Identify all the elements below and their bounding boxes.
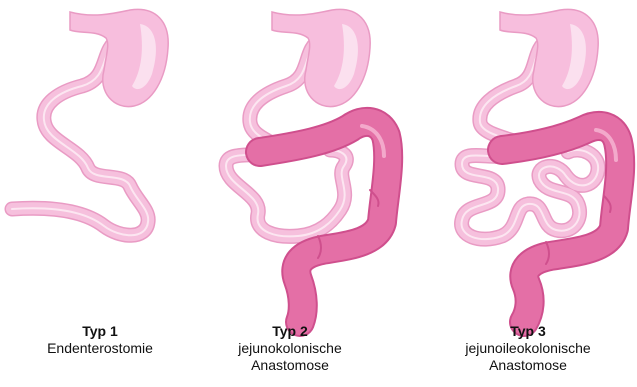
caption-title: Typ 3 [428,323,628,340]
caption-title: Typ 2 [190,323,390,340]
caption-panel-3: Typ 3 jejunoileokolonische Anastomose [428,323,628,374]
caption-description: jejunokolonische [190,340,390,357]
caption-panel-2: Typ 2 jejunokolonische Anastomose [190,323,390,374]
caption-title: Typ 1 [0,323,200,340]
panel-3-illustration [462,9,621,322]
caption-description: Endenterostomie [0,340,200,357]
caption-panel-1: Typ 1 Endenterostomie [0,323,200,357]
panel-2-illustration [226,9,388,322]
caption-description: Anastomose [428,357,628,374]
caption-description: jejunoileokolonische [428,340,628,357]
panel-1-illustration [12,9,168,235]
caption-description: Anastomose [190,357,390,374]
